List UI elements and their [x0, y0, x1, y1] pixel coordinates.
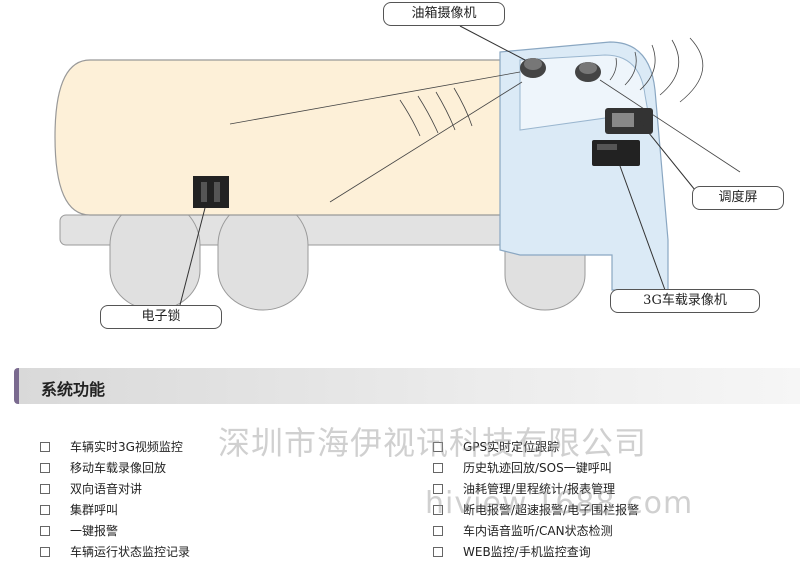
cab-camera-device [575, 62, 601, 82]
watermark-company: 深圳市海伊视讯科技有限公司 [218, 424, 648, 462]
checkbox-icon [40, 441, 50, 452]
checkbox-icon [433, 462, 443, 473]
list-item: 油耗管理/里程统计/报表管理 [433, 480, 615, 498]
section-title: 系统功能 [41, 380, 106, 399]
checkbox-icon [433, 504, 443, 515]
tank-camera-callout: 油箱摄像机 [383, 2, 505, 26]
checkbox-icon [40, 504, 50, 515]
list-item: 车辆运行状态监控记录 [40, 543, 190, 561]
dvr-callout: 3G车载录像机 [610, 289, 760, 313]
checkbox-icon [40, 462, 50, 473]
list-item: 历史轨迹回放/SOS一键呼叫 [433, 459, 612, 477]
checkbox-icon [433, 546, 443, 557]
list-item: GPS实时定位跟踪 [433, 438, 559, 456]
section-header: 系统功能 [14, 368, 800, 404]
electronic-lock-callout: 电子锁 [100, 305, 222, 329]
checkbox-icon [433, 483, 443, 494]
dispatch-screen-callout: 调度屏 [692, 186, 784, 210]
list-item: 双向语音对讲 [40, 480, 142, 498]
dvr-device [592, 140, 640, 166]
tank [54, 59, 511, 216]
checkbox-icon [40, 546, 50, 557]
list-item: 集群呼叫 [40, 501, 118, 519]
electronic-lock-device [193, 176, 229, 208]
list-item: 一键报警 [40, 522, 118, 540]
watermark-url: hiview.1688.com [425, 486, 694, 521]
checkbox-icon [40, 525, 50, 536]
list-item: 断电报警/超速报警/电子围栏报警 [433, 501, 639, 519]
checkbox-icon [433, 525, 443, 536]
checkbox-icon [40, 483, 50, 494]
list-item: 车内语音监听/CAN状态检测 [433, 522, 613, 540]
truck-illustration: 油箱摄像机 调度屏 3G车载录像机 电子锁 [54, 2, 784, 329]
tank-camera-device [520, 58, 546, 78]
checkbox-icon [433, 441, 443, 452]
list-item: 移动车载录像回放 [40, 459, 166, 477]
dispatch-screen-device [605, 108, 653, 134]
list-item: 车辆实时3G视频监控 [40, 438, 183, 456]
list-item: WEB监控/手机监控查询 [433, 543, 591, 561]
